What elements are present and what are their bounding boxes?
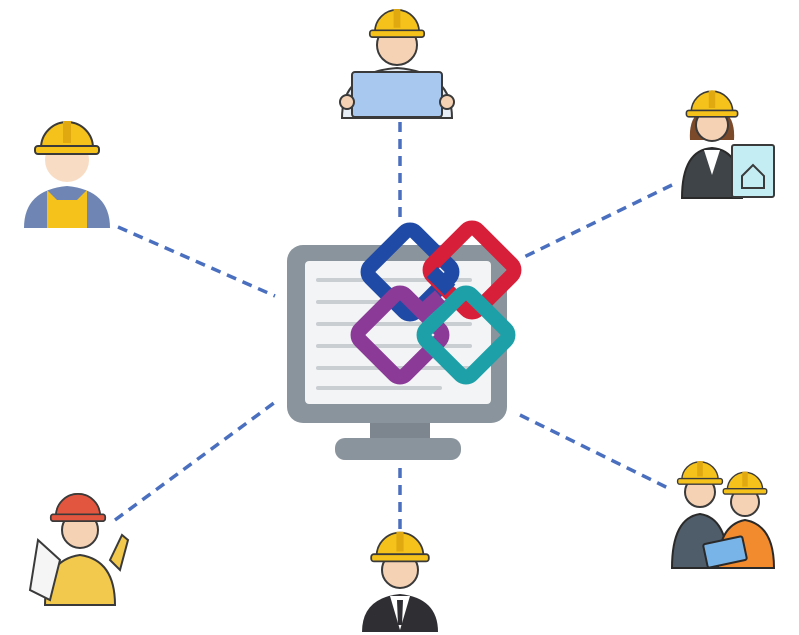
connector-left xyxy=(117,225,276,298)
construction-worker-icon xyxy=(24,120,110,228)
red-hard-hat-icon xyxy=(49,493,107,522)
worker-with-blueprint-icon xyxy=(339,8,455,119)
connector-lines xyxy=(113,122,673,535)
female-architect-icon xyxy=(680,89,775,199)
engineer-team-icon xyxy=(670,460,776,569)
connector-bottom-left xyxy=(113,398,280,522)
monitor-icon xyxy=(287,245,507,460)
manager-in-suit-icon xyxy=(362,530,438,632)
worker-with-plans-icon xyxy=(28,492,130,606)
connector-bottom-right xyxy=(519,413,673,492)
connector-top-right xyxy=(521,183,673,260)
ifc-logo-icon xyxy=(350,220,522,385)
